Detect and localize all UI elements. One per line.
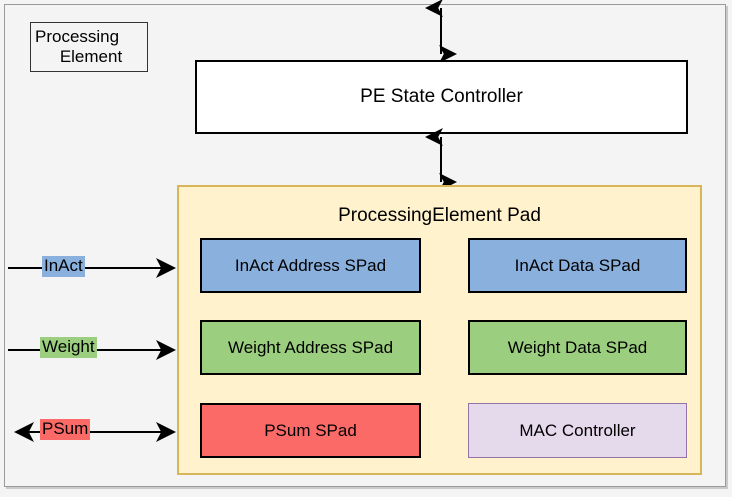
signal-label-psum: PSum [40, 419, 91, 440]
processing-element-pad-title: ProcessingElement Pad [338, 205, 541, 226]
pe-state-controller-label: PE State Controller [360, 86, 523, 108]
psum-signal-arrow [14, 422, 176, 442]
middle-bidirectional-arrow [425, 128, 457, 191]
block-inact-data-spad: InAct Data SPad [468, 238, 687, 293]
processing-element-title-line2: Element [59, 47, 123, 66]
pe-state-controller-box: PE State Controller [195, 60, 688, 134]
block-psum-spad: PSum SPad [200, 403, 421, 458]
processing-element-title-line1: Processing [35, 27, 120, 47]
signal-label-weight: Weight [40, 337, 97, 358]
block-inact-data-spad-label: InAct Data SPad [514, 255, 641, 275]
processing-element-title-box: Processing Element [30, 22, 148, 72]
block-weight-address-spad-label: Weight Address SPad [227, 337, 394, 357]
top-bidirectional-arrow [425, 0, 457, 63]
block-weight-data-spad-label: Weight Data SPad [507, 337, 648, 357]
signal-label-inact: InAct [42, 256, 85, 277]
block-inact-address-spad: InAct Address SPad [200, 238, 421, 293]
block-psum-spad-label: PSum SPad [264, 420, 357, 440]
block-weight-address-spad: Weight Address SPad [200, 320, 421, 375]
block-mac-controller-label: MAC Controller [519, 420, 636, 440]
block-mac-controller: MAC Controller [468, 403, 687, 458]
block-inact-address-spad-label: InAct Address SPad [234, 255, 387, 275]
inact-signal-arrow [8, 258, 176, 278]
block-weight-data-spad: Weight Data SPad [468, 320, 687, 375]
